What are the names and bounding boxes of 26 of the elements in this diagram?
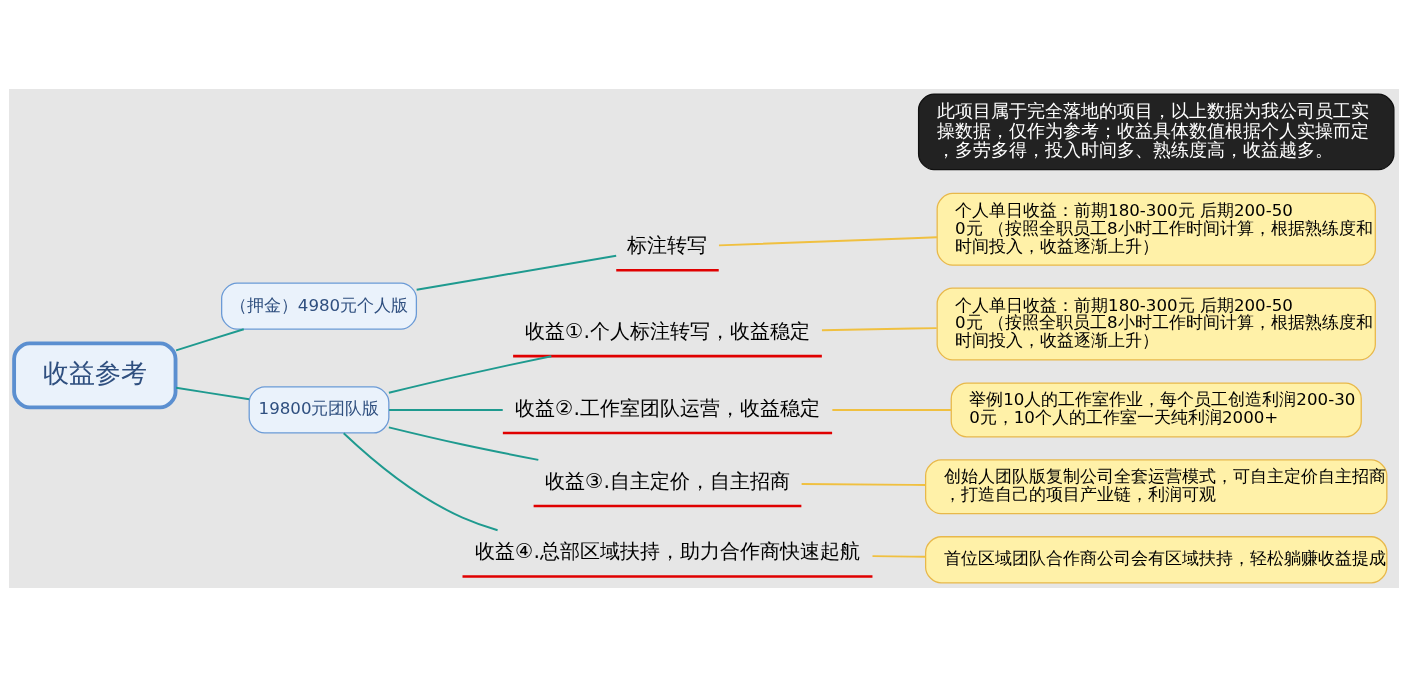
node-box: 个人单日收益：前期180-300元 后期200-500元 （按照全职员工8小时工作时间计算，根据熟练度和时间投入，收益逐渐上升） bbox=[936, 287, 1376, 361]
connector bbox=[718, 235, 939, 246]
node-box: 个人单日收益：前期180-300元 后期200-500元 （按照全职员工8小时工作时间计算，根据熟练度和时间投入，收益逐渐上升） bbox=[936, 192, 1376, 266]
connector bbox=[821, 326, 938, 331]
node-text: 标注转写 bbox=[627, 232, 708, 257]
connector bbox=[175, 327, 245, 351]
node-text: 收益①.个人标注转写，收益稳定 bbox=[525, 318, 810, 343]
node-box: 19800元团队版 bbox=[248, 385, 390, 434]
node-box: 首位区域团队合作商公司会有区域扶持，轻松躺赚收益提成 bbox=[925, 535, 1388, 583]
connector bbox=[387, 425, 540, 461]
connector bbox=[871, 554, 927, 558]
node-box: （押金）4980元个人版 bbox=[221, 281, 418, 330]
node-text: 收益②.工作室团队运营，收益稳定 bbox=[515, 395, 820, 420]
node-box: 创始人团队版复制公司全套运营模式，可自主定价自主招商，打造自己的项目产业链，利润可观 bbox=[925, 458, 1388, 514]
connector bbox=[175, 386, 251, 400]
connector bbox=[342, 431, 499, 531]
node-box: 此项目属于完全落地的项目，以上数据为我公司员工实操数据，仅作为参考；收益具体数值根据个人实操而定，多劳多得，投入时间多、熟练度高，收益越多。 bbox=[917, 93, 1395, 170]
connector bbox=[415, 254, 618, 291]
node-box: 收益参考 bbox=[12, 340, 178, 409]
connector bbox=[800, 482, 927, 486]
connector bbox=[388, 408, 504, 411]
node-text: 收益③.自主定价，自主招商 bbox=[545, 468, 790, 493]
connector bbox=[831, 408, 952, 411]
connector bbox=[387, 354, 553, 394]
node-text: 收益④.总部区域扶持，助力合作商快速起航 bbox=[475, 538, 860, 563]
node-box: 举例10人的工作室作业，每个员工创造利润200-300元，10个人的工作室一天纯利润2000+ bbox=[950, 381, 1362, 437]
